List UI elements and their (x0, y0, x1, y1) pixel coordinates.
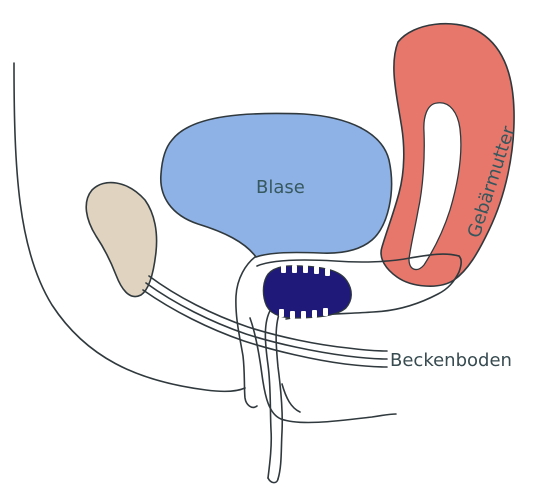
bladder-label: Blase (256, 177, 305, 198)
retrieval-string-right (276, 309, 282, 479)
vaginal-device (263, 266, 351, 318)
retrieval-string-loop (268, 478, 278, 483)
pubic-bone (86, 183, 156, 297)
pelvic-floor-label: Beckenboden (390, 350, 512, 371)
perineum-contour (282, 384, 300, 412)
